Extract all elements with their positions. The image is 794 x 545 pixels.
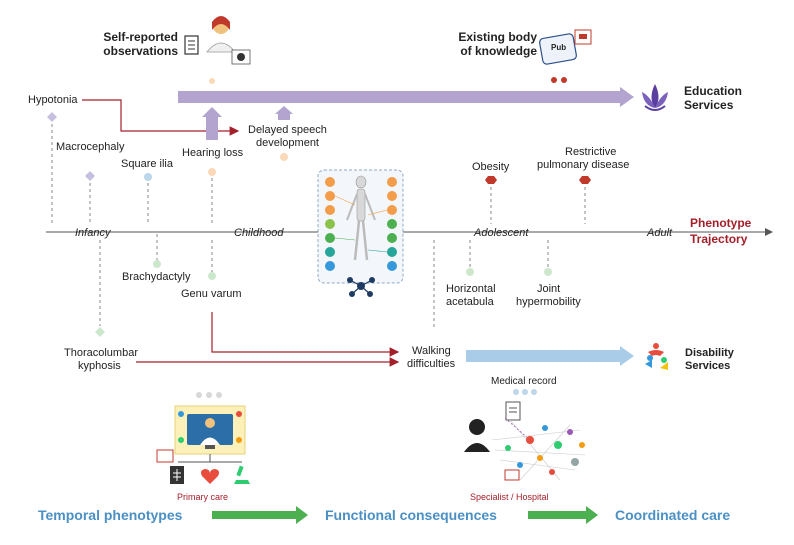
stage-adult: Adult <box>646 227 673 239</box>
lotus-icon <box>642 84 668 111</box>
macrocephaly-label: Macrocephaly <box>56 141 125 153</box>
flow-coordinated-care: Coordinated care <box>615 507 730 523</box>
delayed-speech-marker <box>280 153 288 161</box>
medical-record-label: Medical record <box>491 376 557 387</box>
obesity-marker <box>485 176 497 184</box>
flow-arrow-1 <box>212 506 308 524</box>
thoracolumbar-line2: kyphosis <box>78 360 121 372</box>
knowledge-dot-2 <box>561 77 567 83</box>
hypotonia-label: Hypotonia <box>28 94 78 106</box>
hearing-loss-marker <box>208 168 216 176</box>
primary-care-dot-1 <box>196 392 202 398</box>
phenotype-trajectory-line1: Phenotype <box>690 216 752 230</box>
horizontal-acetabula-line1: Horizontal <box>446 283 496 295</box>
medical-record-dot-2 <box>522 389 528 395</box>
joint-hypermobility-marker <box>544 268 552 276</box>
clinician-icon <box>464 419 490 452</box>
macrocephaly-marker <box>85 171 95 181</box>
medical-record-dot-1 <box>513 389 519 395</box>
knowledge-label-line2: of knowledge <box>460 44 537 58</box>
self-reported-label-line2: observations <box>103 44 178 58</box>
patient-icon <box>184 16 251 65</box>
network-icon <box>347 277 375 297</box>
horizontal-acetabula-marker <box>466 268 474 276</box>
specialist-label: Specialist / Hospital <box>470 492 549 502</box>
flow-arrow-2 <box>528 506 598 524</box>
education-services-line1: Education <box>684 84 742 98</box>
stage-childhood: Childhood <box>234 227 284 239</box>
knowledge-dot-1 <box>551 77 557 83</box>
delayed-speech-line2: development <box>256 137 319 149</box>
genu-varum-label: Genu varum <box>181 288 242 300</box>
delayed-speech-line1: Delayed speech <box>248 124 327 136</box>
disability-people-icon <box>645 343 668 370</box>
stage-adolescent: Adolescent <box>473 227 529 239</box>
microscope-icon <box>234 465 250 484</box>
genu-varum-to-walking-arrow <box>211 312 400 357</box>
self-report-dot <box>209 78 215 84</box>
joint-hypermobility-line1: Joint <box>537 283 560 295</box>
heart-icon <box>201 469 219 484</box>
thoracolumbar-line1: Thoracolumbar <box>64 347 138 359</box>
walking-line1: Walking <box>412 345 451 357</box>
flow-temporal-phenotypes: Temporal phenotypes <box>38 507 183 523</box>
medical-record-dot-3 <box>531 389 537 395</box>
hypotonia-to-speech-arrow <box>82 99 240 136</box>
hearing-loss-label: Hearing loss <box>182 147 244 159</box>
xray-icon <box>170 466 184 484</box>
disability-services-line2: Services <box>685 360 730 372</box>
disability-arrow <box>466 346 634 366</box>
education-services-line2: Services <box>684 98 734 112</box>
phenotype-trajectory-line2: Trajectory <box>690 232 748 246</box>
joint-hypermobility-line2: hypermobility <box>516 296 581 308</box>
genu-varum-marker <box>208 272 216 280</box>
restrictive-marker <box>579 176 591 184</box>
record-badge-icon <box>156 449 174 463</box>
clipboard-icon <box>505 401 521 421</box>
walking-line2: difficulties <box>407 358 456 370</box>
hypotonia-marker <box>47 112 57 122</box>
knowledge-label-line1: Existing body <box>458 30 537 44</box>
flow-functional-consequences: Functional consequences <box>325 507 497 523</box>
hearing-loss-arrow <box>202 107 222 140</box>
restrictive-label-line1: Restrictive <box>565 146 616 158</box>
skeleton-panel <box>317 169 404 284</box>
stage-infancy: Infancy <box>75 227 112 239</box>
restrictive-label-line2: pulmonary disease <box>537 159 629 171</box>
pub-badge: Pub <box>551 43 566 52</box>
doctor-monitor-icon <box>174 405 246 455</box>
brachydactyly-label: Brachydactyly <box>122 271 191 283</box>
education-arrow <box>178 87 634 107</box>
hospital-network-icon <box>491 417 586 481</box>
brachydactyly-marker <box>153 260 161 268</box>
horizontal-acetabula-line2: acetabula <box>446 296 495 308</box>
primary-care-dot-2 <box>206 392 212 398</box>
square-ilia-label: Square ilia <box>121 158 174 170</box>
self-reported-label-line1: Self-reported <box>103 30 178 44</box>
thoracolumbar-marker <box>95 327 105 337</box>
square-ilia-marker <box>144 173 152 181</box>
delayed-speech-arrow <box>275 106 293 120</box>
publication-icon: Pub <box>539 29 592 65</box>
primary-care-label: Primary care <box>177 492 228 502</box>
obesity-label: Obesity <box>472 161 510 173</box>
primary-care-dot-3 <box>216 392 222 398</box>
disability-services-line1: Disability <box>685 347 735 359</box>
